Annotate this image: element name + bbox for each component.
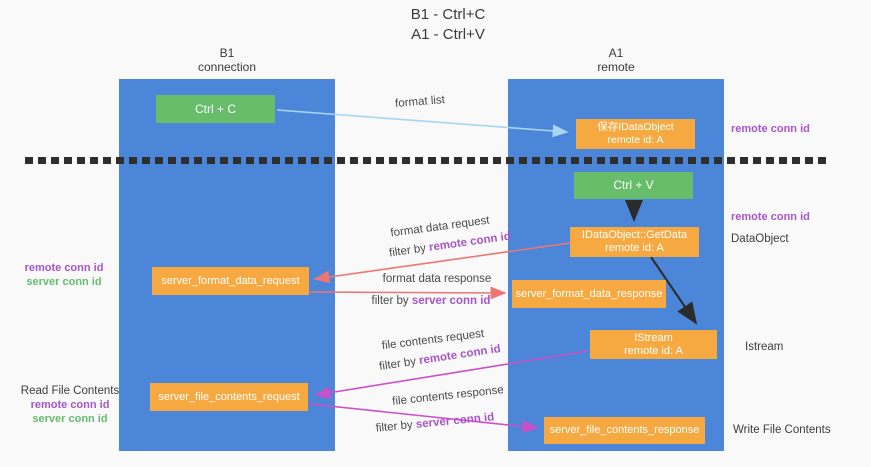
node-idataobject-getdata: IDataObject::GetData remote id: A [570, 227, 699, 257]
node-idataobject-getdata-line2: remote id: A [605, 242, 664, 254]
filter-by-text: filter by [371, 295, 409, 307]
label-read-file-contents: Read File Contents [20, 385, 120, 397]
remote-conn-id-text: remote conn id [428, 230, 512, 254]
node-server-format-data-response: server_format_data_response [512, 280, 666, 308]
label-filter-by-server-conn-id-2: filter by server conn id [360, 410, 510, 436]
label-left-server-conn-id-bottom: server conn id [32, 413, 108, 425]
title-line-1: B1 - Ctrl+C [410, 6, 486, 23]
server-conn-id-text: server conn id [411, 295, 491, 307]
node-istream-line2: remote id: A [624, 344, 683, 357]
node-saved-idataobject-line2: remote id: A [607, 134, 664, 146]
title-line-2: A1 - Ctrl+V [411, 26, 485, 43]
label-format-list: format list [394, 94, 446, 110]
node-server-format-data-request-label: server_format_data_request [161, 274, 300, 287]
label-block-left-mid: remote conn id server conn id [18, 261, 110, 289]
node-server-file-contents-request-label: server_file_contents_request [158, 390, 300, 403]
node-server-file-contents-response-label: server_file_contents_response [549, 424, 700, 436]
node-saved-idataobject: 保存IDataObject remote id: A [576, 119, 695, 149]
node-saved-idataobject-line1: 保存IDataObject [597, 121, 674, 133]
column-b1-subtitle: connection [197, 60, 257, 74]
column-a1-title: A1 [608, 46, 624, 60]
node-istream: IStream remote id: A [590, 330, 717, 359]
column-header-b1: B1 connection [119, 46, 335, 74]
column-a1-subtitle: remote [597, 60, 635, 74]
label-file-contents-response: file contents response [391, 384, 505, 408]
node-ctrl-c: Ctrl + C [156, 95, 275, 123]
column-b1-title: B1 [219, 46, 235, 60]
node-ctrl-c-label: Ctrl + C [194, 101, 236, 116]
diagram-title: B1 - Ctrl+C A1 - Ctrl+V [248, 5, 648, 45]
node-server-file-contents-request: server_file_contents_request [150, 383, 308, 411]
label-left-server-conn-id-mid: server conn id [26, 276, 102, 288]
node-idataobject-getdata-line1: IDataObject::GetData [581, 229, 688, 241]
label-dataobject: DataObject [731, 233, 789, 245]
label-write-file-contents: Write File Contents [733, 424, 831, 436]
arrow-format-data-response [309, 286, 507, 300]
filter-by-text: filter by [375, 419, 414, 435]
label-format-data-response: format data response [382, 273, 492, 285]
label-right-remote-conn-id-top: remote conn id [731, 123, 810, 135]
node-server-format-data-request: server_format_data_request [152, 267, 309, 295]
label-left-remote-conn-id-bottom: remote conn id [30, 399, 110, 411]
label-right-remote-conn-id-mid: remote conn id [731, 211, 810, 223]
remote-conn-id-text: remote conn id [418, 342, 502, 368]
filter-by-text: filter by [378, 355, 417, 374]
label-block-left-bottom: Read File Contents remote conn id server… [8, 384, 132, 426]
node-server-file-contents-response: server_file_contents_response [544, 417, 705, 444]
filter-by-text: filter by [388, 242, 427, 260]
label-filter-by-server-conn-id-1: filter by server conn id [356, 295, 506, 307]
node-server-format-data-response-label: server_format_data_response [515, 287, 663, 300]
node-ctrl-v-label: Ctrl + V [613, 178, 654, 192]
node-istream-line1: IStream [634, 331, 673, 344]
session-divider-dashed-line [25, 157, 831, 164]
column-header-a1: A1 remote [508, 46, 724, 74]
server-conn-id-text: server conn id [415, 411, 495, 431]
label-left-remote-conn-id-mid: remote conn id [24, 262, 104, 274]
label-istream: Istream [745, 341, 784, 353]
node-ctrl-v: Ctrl + V [574, 172, 693, 199]
